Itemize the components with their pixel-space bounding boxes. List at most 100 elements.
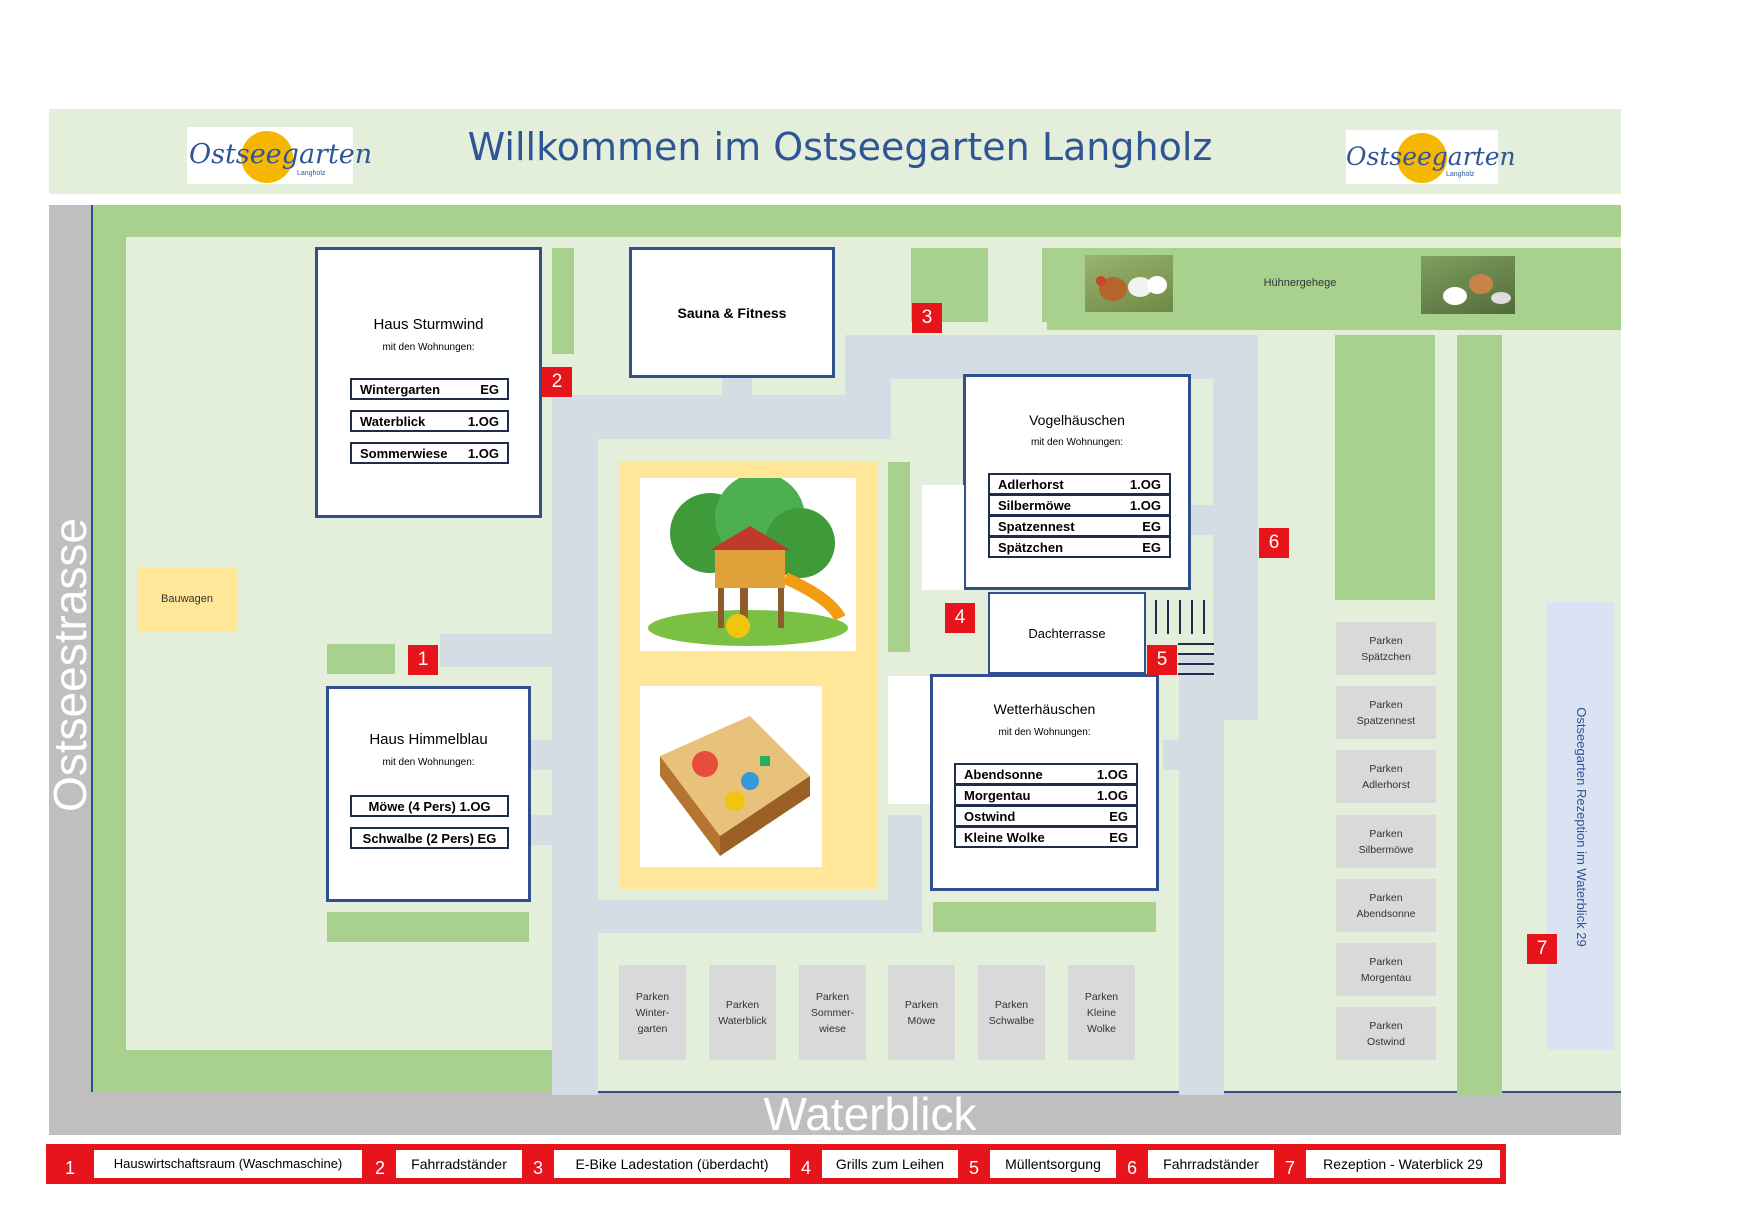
legend-item-5: Müllentsorgung: [990, 1150, 1116, 1178]
logo-subtext: Langholz: [297, 170, 326, 177]
apartment-floor: EG: [480, 381, 499, 397]
legend-num-7: 7: [1284, 1158, 1295, 1178]
roof-terrace-label: Dachterrasse: [1028, 626, 1106, 641]
footpath: [722, 376, 752, 396]
building-haus-himmelblau: Haus Himmelblau mit den Wohnungen: Möwe …: [326, 686, 531, 902]
apartment-name: Kleine Wolke: [964, 829, 1045, 845]
building-name: Vogelhäuschen: [1029, 412, 1125, 428]
apartment-floor: EG: [1142, 539, 1161, 555]
parking-space: Parken Sommer- wiese: [799, 965, 866, 1060]
grounds-lawn-north: [552, 237, 1621, 249]
marker-2: 2: [542, 367, 572, 397]
apartment-name: Sommerwiese: [360, 445, 448, 461]
apartment-label: Schwalbe (2 Pers) EG: [362, 830, 497, 846]
legend-item-2: Fahrradständer: [396, 1150, 522, 1178]
hedge: [1457, 335, 1502, 1095]
apartment-spatzennest: Spatzennest EG: [988, 515, 1171, 537]
parking-space: Parken Ostwind: [1336, 1007, 1436, 1060]
apartment-name: Wintergarten: [360, 381, 441, 397]
logo-text: Ostseegarten: [189, 139, 373, 170]
parking-space: Parken Spätzchen: [1336, 622, 1436, 675]
apartment-floor: EG: [1109, 829, 1128, 845]
apartment-floor: 1.OG: [467, 413, 499, 429]
footpath: [1163, 740, 1188, 770]
terrace-area: [922, 485, 964, 590]
legend-item-7: Rezeption - Waterblick 29: [1306, 1150, 1500, 1178]
footpath: [1179, 655, 1224, 1095]
apartment-wintergarten: Wintergarten EG: [350, 378, 509, 400]
apartment-abendsonne: Abendsonne 1.OG: [954, 763, 1138, 785]
apartment-floor: 1.OG: [1096, 766, 1128, 782]
parking-space: Parken Kleine Wolke: [1068, 965, 1135, 1060]
building-sauna-fitness: Sauna & Fitness: [629, 247, 835, 378]
building-name: Wetterhäuschen: [993, 701, 1096, 717]
apartment-name: Silbermöwe: [998, 497, 1071, 513]
logo-sun-icon: [241, 131, 293, 183]
building-haus-sturmwind: Haus Sturmwind mit den Wohnungen: Winter…: [315, 247, 542, 518]
apartment-moewe: Möwe (4 Pers) 1.OG: [350, 795, 509, 817]
apartment-floor: 1.OG: [1129, 497, 1161, 513]
parking-space: Parken Möwe: [888, 965, 955, 1060]
apartment-name: Spatzennest: [998, 518, 1075, 534]
construction-trailer-label: Bauwagen: [161, 593, 213, 605]
building-subtitle: mit den Wohnungen:: [382, 757, 475, 768]
footpath: [530, 815, 552, 845]
building-name: Haus Himmelblau: [369, 731, 488, 748]
footpath: [888, 815, 922, 933]
apartment-floor: EG: [1142, 518, 1161, 534]
playground-image: [640, 473, 856, 651]
parking-space: Parken Morgentau: [1336, 943, 1436, 996]
building-subtitle: mit den Wohnungen:: [1030, 437, 1124, 448]
apartment-schwalbe: Schwalbe (2 Pers) EG: [350, 827, 509, 849]
marker-6: 6: [1259, 528, 1289, 558]
legend-num-4: 4: [800, 1158, 811, 1178]
apartment-label: Möwe (4 Pers) 1.OG: [368, 798, 491, 814]
footpath: [552, 900, 922, 933]
apartment-name: Adlerhorst: [998, 476, 1064, 492]
legend-item-1: Hauswirtschaftsraum (Waschmaschine): [94, 1150, 362, 1178]
apartment-floor: 1.OG: [1129, 476, 1161, 492]
logo-left: Ostseegarten Langholz: [187, 127, 372, 184]
apartment-silbermoewe: Silbermöwe 1.OG: [988, 494, 1171, 516]
building-vogelhaeuschen: Vogelhäuschen mit den Wohnungen: Adlerho…: [963, 374, 1191, 590]
building-subtitle: mit den Wohnungen:: [998, 727, 1091, 738]
terrace-area: [888, 676, 931, 804]
construction-trailer: Bauwagen: [137, 568, 237, 632]
chicken-photo-left: [1085, 255, 1173, 312]
parking-space: Parken Adlerhorst: [1336, 750, 1436, 803]
hedge: [327, 912, 529, 942]
footpath: [530, 740, 552, 770]
marker-3: 3: [912, 303, 942, 333]
marker-7: 7: [1527, 934, 1557, 964]
parking-space: Parken Schwalbe: [978, 965, 1045, 1060]
apartment-floor: 1.OG: [1096, 787, 1128, 803]
hedge: [327, 644, 395, 674]
apartment-name: Morgentau: [964, 787, 1031, 803]
building-subtitle: mit den Wohnungen:: [382, 342, 475, 353]
apartment-name: Abendsonne: [964, 766, 1043, 782]
legend-num-2: 2: [374, 1158, 385, 1178]
waste-bin-stand-icon: [1155, 600, 1214, 675]
footpath: [552, 395, 598, 1095]
street-divider: [91, 205, 93, 1095]
page-title: Willkommen im Ostseegarten Langholz: [467, 125, 1213, 169]
footpath: [552, 395, 887, 439]
parking-space: Parken Silbermöwe: [1336, 815, 1436, 868]
apartment-name: Waterblick: [360, 413, 426, 429]
hedge: [1335, 335, 1435, 600]
street-ostseestrasse-label: Ostseestrasse: [44, 518, 96, 812]
marker-4: 4: [945, 603, 975, 633]
sandbox-image: [640, 686, 822, 867]
logo-right: Ostseegarten Langholz: [1346, 130, 1516, 184]
reception-area: [1547, 602, 1614, 1050]
logo-subtext: Langholz: [1446, 171, 1475, 178]
legend-num-1: 1: [64, 1158, 75, 1178]
roof-terrace: Dachterrasse: [988, 592, 1146, 674]
lawn-patch: [1201, 580, 1213, 600]
street-ostseestrasse: [49, 205, 93, 1135]
treehouse-icon: [648, 473, 848, 646]
legend-num-3: 3: [532, 1158, 543, 1178]
apartment-floor: 1.OG: [467, 445, 499, 461]
